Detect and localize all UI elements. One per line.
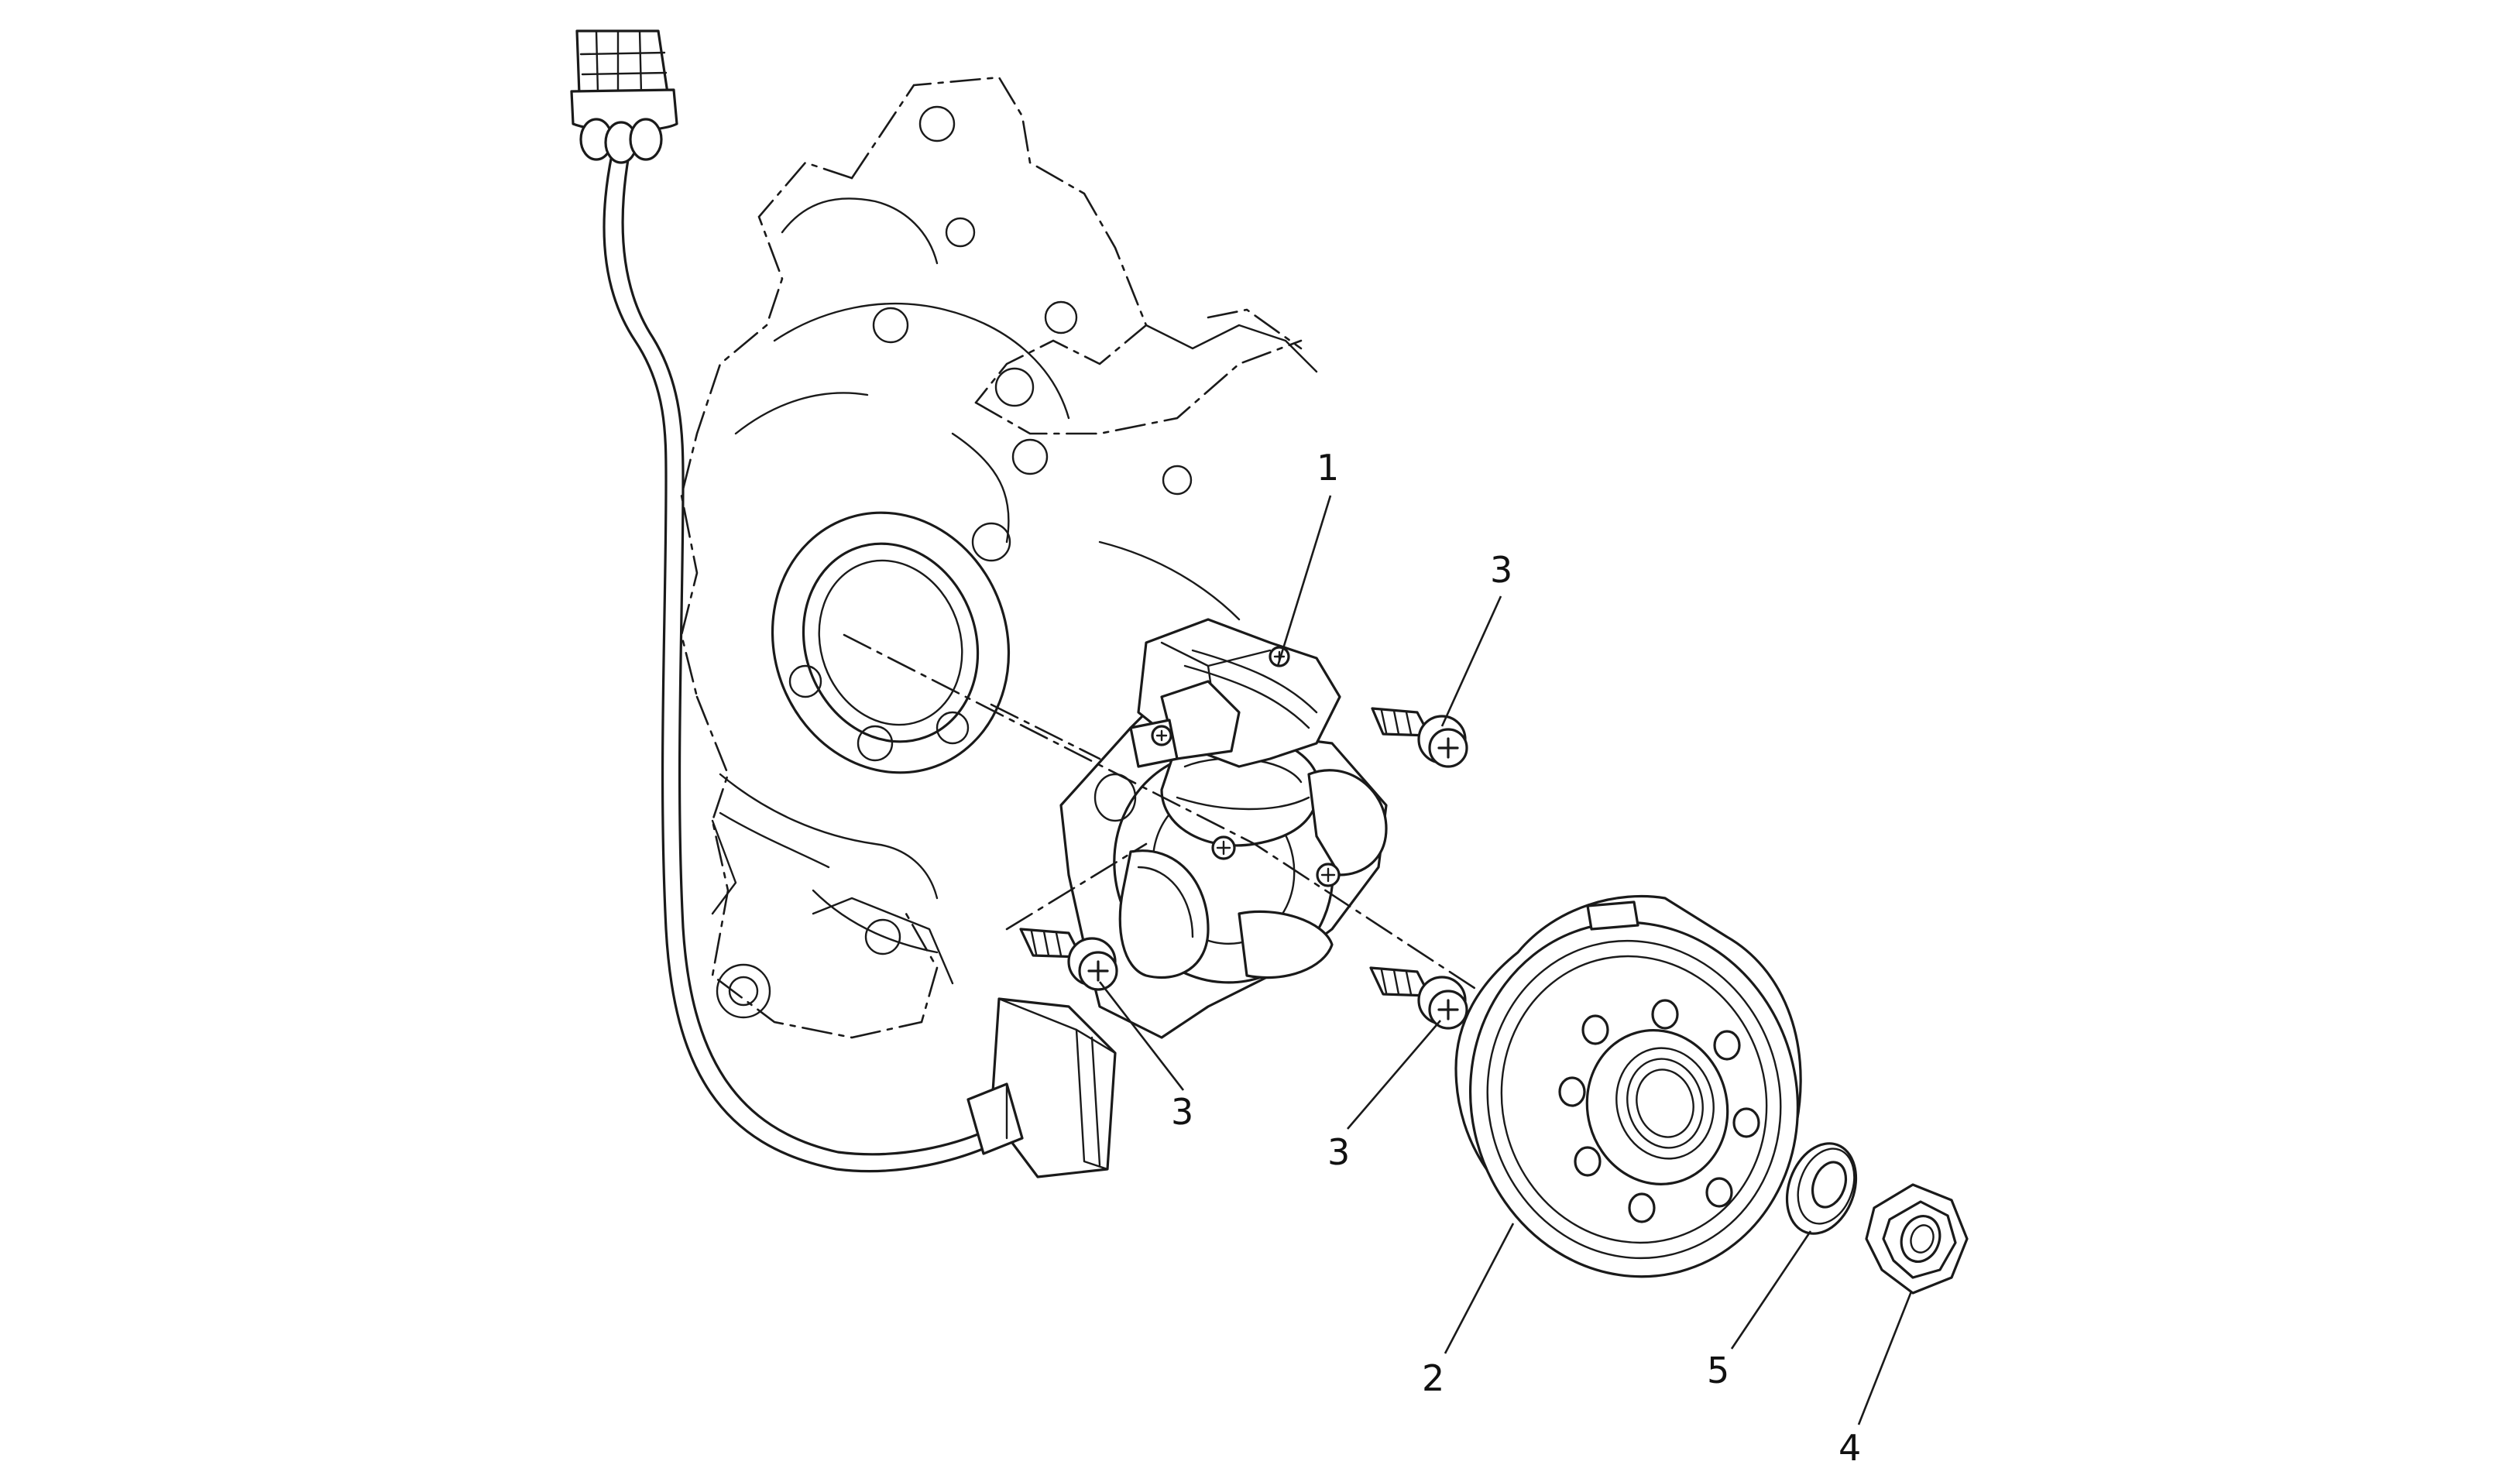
- screw-upper-right: [1371, 707, 1468, 768]
- crankcase-cover: [680, 76, 1318, 1039]
- axis-line: [990, 703, 1101, 760]
- callout-4: 4: [1839, 1427, 1861, 1469]
- screw-left: [1019, 928, 1118, 991]
- callout-1: 1: [1317, 447, 1339, 489]
- leader-lines: [1098, 495, 1913, 1425]
- flywheel-rotor: [1454, 895, 1802, 1278]
- wire-connector: [570, 29, 678, 164]
- callout-3-lower: 3: [1327, 1131, 1350, 1173]
- washer: [1785, 1142, 1858, 1235]
- axis-line: [843, 633, 1481, 993]
- flange-nut: [1865, 1183, 1969, 1295]
- callout-3-left: 3: [1171, 1091, 1193, 1133]
- callout-2: 2: [1422, 1357, 1444, 1399]
- axis-line: [1005, 842, 1148, 931]
- callout-5: 5: [1707, 1350, 1729, 1391]
- wire-harness: [603, 153, 1008, 1173]
- screw-lower-middle: [1369, 966, 1468, 1030]
- pickup-coil: [966, 997, 1117, 1178]
- callout-3-upper: 3: [1490, 549, 1512, 591]
